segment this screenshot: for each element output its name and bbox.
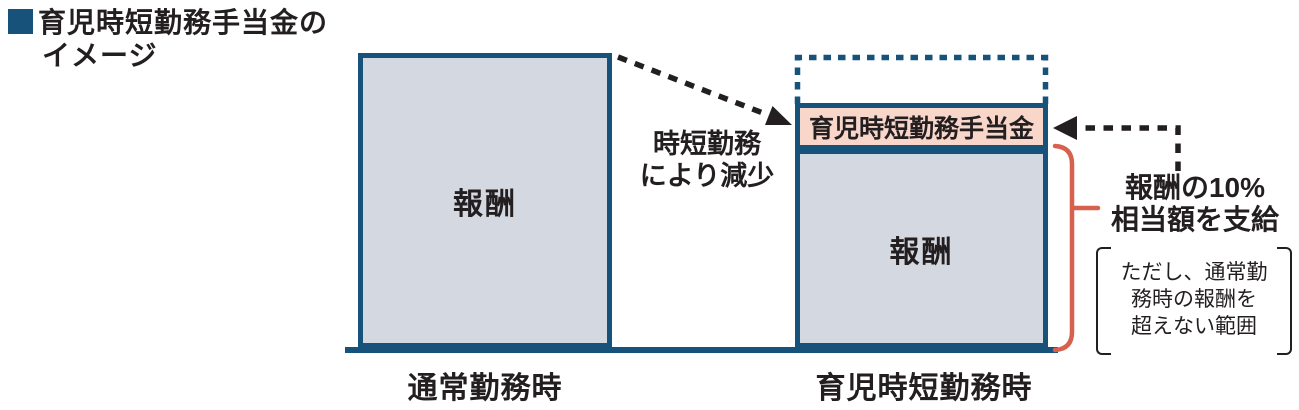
- dotted-outline-box: [794, 54, 1049, 104]
- reduction-note: 時短勤務 により減少: [620, 128, 794, 192]
- reduction-note-line1: 時短勤務: [653, 129, 761, 159]
- reduction-note-line2: により減少: [639, 161, 775, 191]
- reduction-arrowhead-icon: [765, 106, 792, 125]
- condition-note-line2: 務時の報酬を: [1131, 288, 1257, 311]
- bracket-left-icon: [1096, 247, 1111, 355]
- title-line1-text: 育児時短勤務手当金の: [38, 7, 329, 38]
- page-title: 育児時短勤務手当金の イメージ: [8, 6, 328, 72]
- allowance-box: 育児時短勤務手当金: [795, 103, 1048, 150]
- condition-note-line3: 超えない範囲: [1131, 315, 1257, 338]
- bracket-right-icon: [1277, 247, 1292, 355]
- title-line2: イメージ: [42, 40, 158, 71]
- allowance-arrowhead-icon: [1053, 116, 1077, 140]
- payment-note-line1: 報酬の10%: [1124, 172, 1266, 203]
- allowance-arrow: [1074, 125, 1181, 171]
- red-brace: [1052, 143, 1075, 353]
- reduction-arrow: [617, 54, 769, 118]
- normal-work-bar-label: 報酬: [453, 187, 517, 221]
- allowance-label: 育児時短勤務手当金: [808, 114, 1034, 143]
- payment-note-line2: 相当額を支給: [1110, 204, 1279, 235]
- baseline-axis: [345, 347, 1058, 353]
- normal-work-caption: 通常勤務時: [407, 372, 563, 405]
- shortened-work-caption: 育児時短勤務時: [815, 372, 1033, 405]
- title-line1: 育児時短勤務手当金の: [8, 6, 328, 39]
- payment-note: 報酬の10% 相当額を支給: [1098, 172, 1292, 236]
- condition-note-line1: ただし、通常勤: [1120, 261, 1268, 284]
- normal-work-bar: 報酬: [358, 53, 612, 348]
- condition-note: ただし、通常勤 務時の報酬を 超えない範囲: [1096, 247, 1292, 355]
- shortened-salary-box: 報酬: [795, 149, 1048, 348]
- shortened-salary-label: 報酬: [889, 235, 954, 269]
- condition-note-text: ただし、通常勤 務時の報酬を 超えない範囲: [1110, 259, 1278, 340]
- square-bullet-icon: [8, 9, 33, 34]
